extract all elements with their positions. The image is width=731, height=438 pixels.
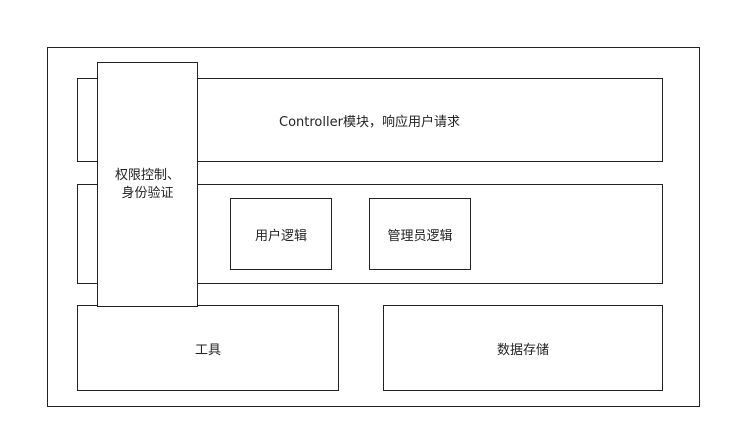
user-logic-box: 用户逻辑 (230, 198, 332, 270)
data-storage-label: 数据存储 (496, 342, 549, 358)
admin-logic-box: 管理员逻辑 (369, 198, 471, 270)
tools-box: 工具 (77, 305, 339, 391)
user-logic-label: 用户逻辑 (254, 228, 307, 244)
auth-control-box: 权限控制、 身份验证 (97, 62, 198, 307)
admin-logic-label: 管理员逻辑 (387, 228, 453, 244)
auth-control-label: 权限控制、 身份验证 (114, 167, 180, 201)
tools-label: 工具 (194, 342, 221, 358)
controller-module-label: Controller模块，响应用户请求 (279, 114, 460, 130)
data-storage-box: 数据存储 (383, 305, 663, 391)
